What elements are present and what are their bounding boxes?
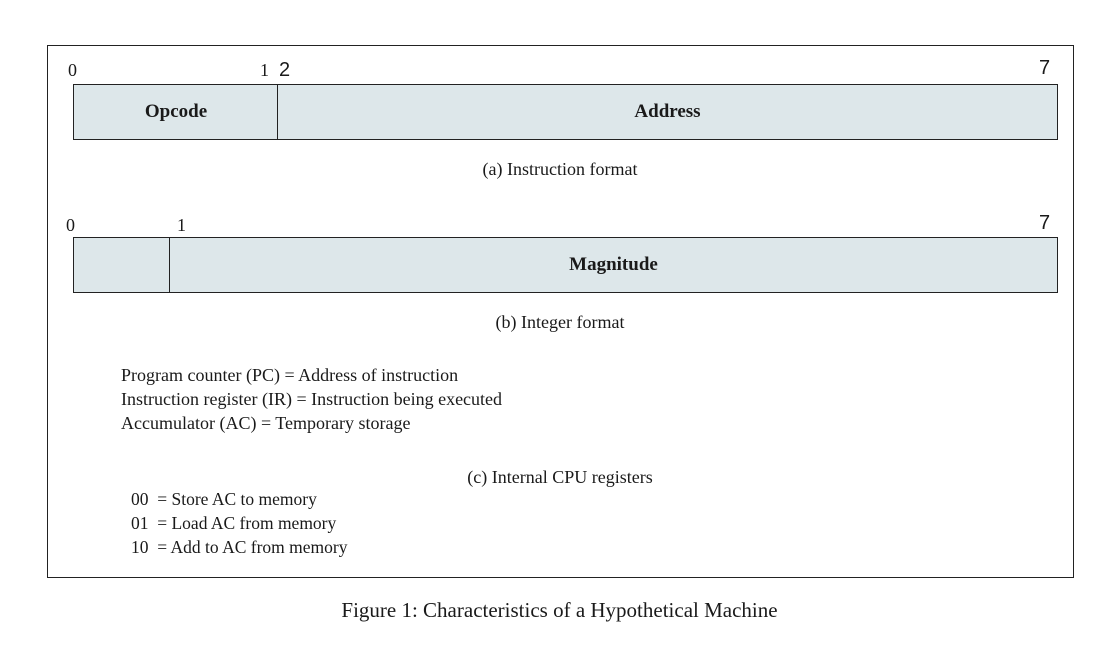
- address-field: Address: [277, 84, 1058, 140]
- int-bit-1-label: 1: [177, 215, 186, 235]
- instr-bit-7-label: 7: [1039, 57, 1051, 79]
- register-ac-line: Accumulator (AC) = Temporary storage: [121, 413, 411, 433]
- opcode-list-item: 01 = Load AC from memory: [131, 512, 336, 534]
- integer-format-caption: (b) Integer format: [495, 312, 625, 332]
- register-ir-line: Instruction register (IR) = Instruction …: [121, 389, 503, 409]
- magnitude-field: Magnitude: [169, 237, 1058, 293]
- figure-caption: Figure 1: Characteristics of a Hypotheti…: [341, 598, 778, 622]
- register-pc-line: Program counter (PC) = Address of instru…: [121, 365, 459, 385]
- opcode-description: = Load AC from memory: [157, 513, 337, 533]
- int-bit-0-label: 0: [66, 215, 75, 235]
- opcode-description: = Store AC to memory: [157, 489, 317, 509]
- opcode-field: Opcode: [73, 84, 279, 140]
- opcode-list-item: 00 = Store AC to memory: [131, 488, 317, 510]
- sign-bit-field: [73, 237, 171, 293]
- cpu-registers-caption: (c) Internal CPU registers: [467, 467, 653, 487]
- instr-bit-1-label: 1: [260, 60, 269, 80]
- opcode-list-item: 10 = Add to AC from memory: [131, 536, 347, 558]
- opcode-code: 01: [131, 513, 149, 533]
- instruction-format-caption: (a) Instruction format: [482, 159, 638, 179]
- opcode-description: = Add to AC from memory: [157, 537, 348, 557]
- figure-frame: 0 1 2 7 Opcode Address (a) Instruction f…: [47, 45, 1074, 578]
- int-bit-7-label: 7: [1039, 212, 1051, 234]
- opcode-code: 10: [131, 537, 149, 557]
- instr-bit-0-label: 0: [68, 60, 77, 80]
- opcode-code: 00: [131, 489, 149, 509]
- instr-bit-2-label: 2: [279, 59, 291, 81]
